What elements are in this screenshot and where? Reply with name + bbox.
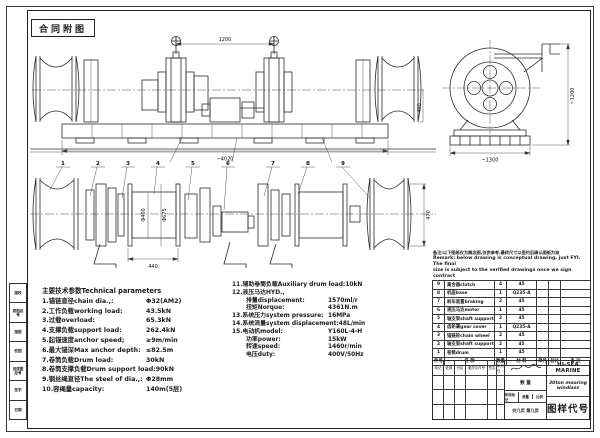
param-row: 11.辅助卷筒负载Auxiliary drum load:10kN [232, 282, 363, 288]
callout-3: 3 [126, 161, 130, 167]
plan-center-drive [184, 187, 255, 243]
revision-table: 标记 处数 分区 更改文件号 签名 年月日 [433, 361, 505, 419]
plan-right-spool [366, 177, 412, 251]
param-row: 15.电动机model:Y160L-4-H [232, 328, 363, 335]
param-row: 排量displacement:1570ml/r [246, 297, 358, 304]
strip-cell: 校图 [10, 342, 26, 362]
margin-signature-strip: 描校 底图总号 描图 校图 旧底图总号 签字 日期 [9, 283, 27, 420]
left-warping-head [32, 55, 80, 123]
dim-470: 470 [426, 210, 432, 220]
plan-left-drum [127, 183, 181, 247]
remark-english-1: Remark: below drawing is conceptual draw… [433, 255, 581, 267]
callout-2: 2 [96, 161, 100, 167]
callout-4: 4 [156, 161, 160, 167]
param-row: 功率power:15kW [246, 336, 347, 343]
strip-cell: 签字 [10, 381, 26, 401]
callout-1: 1 [61, 161, 65, 167]
param-row: 13.系统压力system pressure:16MPa [232, 313, 351, 320]
tech-params-title: 主要技术参数Technical parameters [42, 287, 162, 295]
dim-phi400: Φ400 [141, 208, 147, 221]
plan-chainwheel-b [257, 183, 291, 247]
product-title: 30ton mooring windlass [547, 376, 589, 397]
title-block: 标记 处数 分区 更改文件号 签名 年月日 数 量 阶段标记 质量 比例 [432, 360, 590, 420]
mass-label: 质量 [519, 394, 533, 399]
dim-440: 440 [148, 264, 158, 270]
dim-1200-vert: ~1200 [570, 88, 576, 105]
front-view-drawing: 1200 ~4020 400 [32, 36, 424, 163]
dim-1200: 1200 [219, 37, 232, 43]
signature-scribble [510, 364, 541, 371]
sheet-count: 共几页 第几页 [512, 408, 539, 413]
tech-params-left: 主要技术参数Technical parameters 1.锚链直径chain d… [42, 287, 232, 395]
center-drive [141, 75, 264, 123]
param-row: 10.容绳量capacity:140m(5层) [42, 385, 183, 393]
outer-border [6, 6, 594, 432]
approval-signature [505, 361, 546, 376]
stage-label: 阶段标记 [505, 391, 519, 402]
plan-right-drum [294, 183, 361, 247]
param-row: 电压duty:400V/50Hz [246, 352, 364, 359]
strip-cell: 描校 [10, 284, 26, 304]
param-row: 8.卷筒支撑负载Drum support load:90kN [42, 366, 174, 374]
strip-cell: 旧底图总号 [10, 362, 26, 382]
plan-view-drawing: 1 2 3 4 5 6 7 8 9 Φ400 Φ675 [30, 148, 436, 270]
drum-end [449, 47, 531, 129]
right-warping-head [374, 55, 422, 123]
param-row: 4.支撑负载support load:262.4kN [42, 327, 176, 335]
tech-params-right: 11.辅助卷筒负载Auxiliary drum load:10kN 12.液压马… [232, 282, 428, 360]
dim-1300: ~1300 [482, 158, 499, 164]
callout-8: 8 [306, 161, 310, 167]
param-row: 扭矩Norque:4361N.m [246, 305, 358, 312]
callout-9: 9 [341, 161, 345, 167]
quantity-label: 数 量 [505, 376, 546, 391]
dim-4020: ~4020 [217, 157, 234, 163]
plan-chainwheel-a [85, 183, 125, 247]
param-row: 9.钢丝绳直径The steel of dia.,:Φ28mm [42, 376, 174, 384]
bom-header-row: 件号名 称数量材 料单件总计备 注 [432, 356, 591, 366]
remark-chinese: 备注:以下图纸仅为概念图,仅供参考,最终尺寸以签约后确认图纸为准 [433, 250, 560, 255]
param-row: 转速speed:1460r/min [246, 344, 362, 351]
pedestal [449, 119, 531, 146]
callout-5: 5 [191, 161, 195, 167]
strip-cell: 描图 [10, 323, 26, 343]
dim-400: 400 [417, 103, 423, 113]
scale-label: 比例 [536, 395, 543, 399]
param-row: 14.系统流量system displacement:48L/min [232, 320, 366, 327]
drawing-code: 图样代号 [547, 404, 590, 415]
side-view-drawing: ~1300 ~1200 [442, 40, 576, 164]
param-row: 5.起锚速度anchor speed;≥9m/min [42, 336, 178, 344]
strip-cell: 底图总号 [10, 303, 26, 323]
remark-block: 备注:以下图纸仅为概念图,仅供参考,最终尺寸以签约后确认图纸为准 Remark:… [433, 250, 587, 280]
callout-6: 6 [226, 161, 230, 167]
param-row: 6.最大锚深Max anchor depth:≤82.5m [42, 346, 174, 354]
remark-english-2: size is subject to the verified drawings… [433, 267, 572, 279]
company-name: HI-SEA MARINE [547, 361, 589, 376]
strip-cell: 日期 [14, 407, 22, 412]
contract-stamp: 合同附图 [31, 19, 95, 37]
brake-lever [494, 43, 560, 73]
stage-mass-scale-row: 阶段标记 质量 比例 [505, 391, 546, 403]
param-row: 2.工作负载working load:43.5kN [42, 307, 171, 315]
dim-phi675: Φ675 [162, 208, 168, 221]
inner-frame [27, 10, 591, 429]
param-row: 1.锚链直径chain dia.,:Φ32(AM2) [42, 297, 182, 305]
plan-left-spool [32, 177, 79, 251]
param-row: 3.过载overload:65.3kN [42, 317, 171, 325]
param-row: 7.卷筒负载Drum load:30kN [42, 356, 165, 364]
param-row: 12.液压马达HYD., [232, 289, 285, 296]
callout-7: 7 [271, 161, 275, 167]
